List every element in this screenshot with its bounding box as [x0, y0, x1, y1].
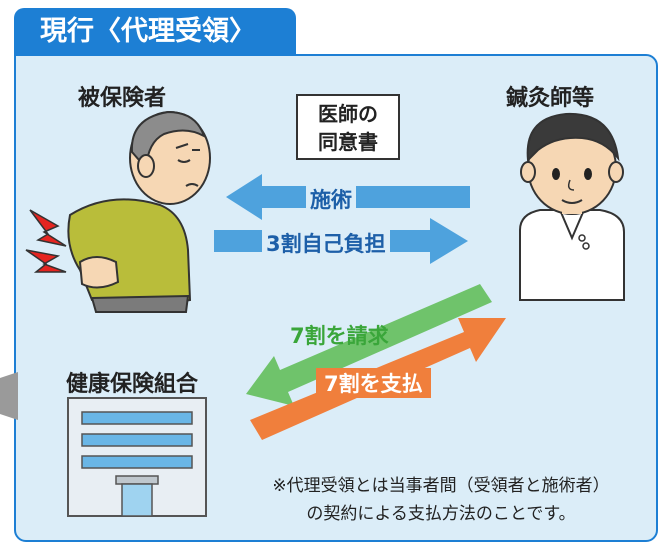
incoming-arrow-stub: [0, 372, 18, 420]
header-tab: 現行〈代理受領〉: [14, 8, 296, 56]
insured-person-illustration: [67, 110, 211, 313]
footnote-line-1: ※代理受領とは当事者間（受領者と施術者）: [272, 476, 610, 496]
doctor-consent-document: 医師の 同意書: [296, 94, 400, 160]
claim-arrow: [246, 284, 492, 406]
treatment-label: 施術: [306, 184, 356, 214]
insured-label: 被保険者: [78, 86, 167, 111]
practitioner-illustration: [519, 112, 625, 301]
practitioner-label: 鍼灸師等: [506, 86, 595, 111]
insurer-label: 健康保険組合: [66, 372, 199, 397]
document-line-2: 同意書: [318, 130, 378, 154]
footnote: ※代理受領とは当事者間（受領者と施術者） の契約による支払方法のことです。: [226, 472, 656, 528]
payment-label: 7割を支払: [316, 368, 431, 398]
copay-label: 3割自己負担: [262, 228, 390, 258]
building-icon: [67, 397, 207, 517]
pain-lightning-icon: [25, 209, 67, 273]
document-line-1: 医師の: [318, 102, 378, 126]
claim-label: 7割を請求: [290, 324, 389, 348]
footnote-line-2: の契約による支払方法のことです。: [306, 504, 576, 524]
